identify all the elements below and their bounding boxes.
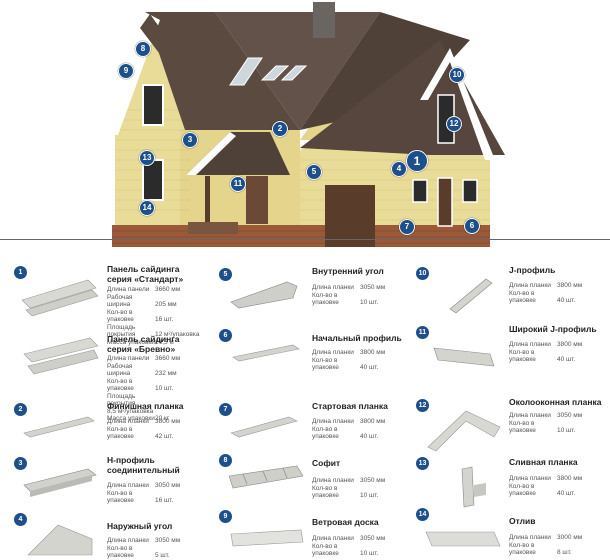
item-title: Ветровая доска bbox=[312, 517, 379, 527]
item-title: Софит bbox=[312, 458, 341, 468]
wide-j-profile-icon bbox=[433, 347, 495, 367]
finish-strip-icon bbox=[23, 416, 95, 438]
item-title: Начальный профиль bbox=[312, 333, 402, 343]
item-number: 7 bbox=[219, 403, 232, 416]
item-number: 11 bbox=[416, 326, 429, 339]
flashing-icon bbox=[425, 531, 501, 547]
item-title: Околооконная планка bbox=[509, 397, 602, 407]
item-number: 6 bbox=[219, 329, 232, 342]
house-badge-11: 11 bbox=[230, 176, 246, 192]
item-title: Широкий J-профиль bbox=[509, 324, 597, 334]
house-badge-12: 12 bbox=[446, 116, 462, 132]
drip-strip-icon bbox=[461, 466, 486, 508]
starter-strip-icon bbox=[230, 416, 298, 438]
house-badge-3: 3 bbox=[182, 132, 198, 148]
house-badge-9: 9 bbox=[118, 63, 134, 79]
item-number: 5 bbox=[219, 268, 232, 281]
ground-line bbox=[0, 239, 610, 240]
house-badge-14: 14 bbox=[139, 200, 155, 216]
soffit-icon bbox=[228, 465, 304, 489]
house-badge-1: 1 bbox=[406, 150, 428, 172]
item-title: Финишная планка bbox=[107, 401, 184, 411]
item-title: Панель сайдинга серия «Стандарт» bbox=[107, 264, 184, 284]
product-item-1: 1 Панель сайдинга серия «Стандарт» Длина… bbox=[0, 264, 200, 346]
wind-board-icon bbox=[230, 529, 304, 547]
house-badge-6: 6 bbox=[464, 218, 480, 234]
house-badge-8: 8 bbox=[135, 41, 151, 57]
item-number: 4 bbox=[14, 513, 27, 526]
item-title: Внутренний угол bbox=[312, 266, 384, 276]
item-number: 1 bbox=[14, 266, 27, 279]
house-badge-10: 10 bbox=[449, 67, 465, 83]
siding-standard-icon bbox=[21, 279, 99, 317]
item-number: 8 bbox=[219, 454, 232, 467]
j-profile-icon bbox=[449, 278, 493, 314]
product-item-1b: Панель сайдинга серия «Бревно» Длина пан… bbox=[0, 334, 200, 422]
house-badge-4: 4 bbox=[391, 161, 407, 177]
outer-corner-icon bbox=[27, 524, 93, 556]
item-title: Панель сайдинга серия «Бревно» bbox=[107, 334, 180, 354]
window-trim-icon bbox=[427, 410, 501, 452]
item-title: Отлив bbox=[509, 516, 536, 526]
item-number: 14 bbox=[416, 508, 429, 521]
h-profile-icon bbox=[23, 468, 97, 497]
siding-log-icon bbox=[23, 337, 99, 375]
item-number: 3 bbox=[14, 457, 27, 470]
house-badge-2: 2 bbox=[272, 121, 288, 137]
item-number: 12 bbox=[416, 399, 429, 412]
item-title: Сливная планка bbox=[509, 457, 578, 467]
item-title: Стартовая планка bbox=[312, 401, 388, 411]
item-number: 10 bbox=[416, 267, 429, 280]
house-badge-5: 5 bbox=[306, 164, 322, 180]
start-profile-icon bbox=[232, 344, 300, 362]
inner-corner-icon bbox=[230, 281, 298, 309]
item-title: Наружный угол bbox=[107, 521, 173, 531]
house-badge-13: 13 bbox=[139, 150, 155, 166]
house-illustration bbox=[100, 2, 505, 247]
item-number: 13 bbox=[416, 457, 429, 470]
house-badge-7: 7 bbox=[399, 219, 415, 235]
item-title: Н-профиль соединительный bbox=[107, 455, 180, 475]
item-title: J-профиль bbox=[509, 265, 556, 275]
item-number: 9 bbox=[219, 510, 232, 523]
item-number: 2 bbox=[14, 403, 27, 416]
